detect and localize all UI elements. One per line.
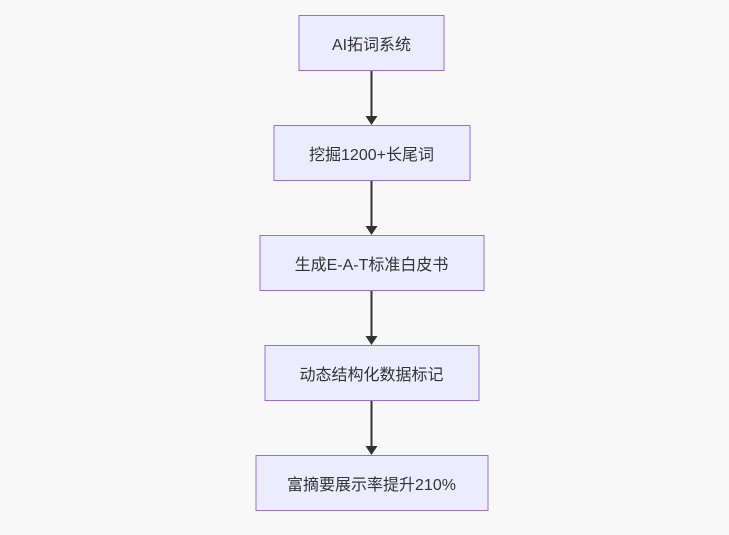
- flow-edge: [365, 71, 378, 125]
- arrowhead-down-icon: [365, 336, 378, 345]
- node-label: 动态结构化数据标记: [299, 367, 444, 384]
- node-label: AI拓词系统: [331, 37, 412, 54]
- flow-node-rich-snippet-rate: 富摘要展示率提升210%: [255, 455, 488, 511]
- flow-edge: [365, 401, 378, 455]
- node-label: 富摘要展示率提升210%: [287, 477, 456, 494]
- node-label: 挖掘1200+长尾词: [309, 147, 434, 164]
- edge-line: [370, 401, 373, 446]
- flow-edge: [365, 181, 378, 235]
- arrowhead-down-icon: [365, 116, 378, 125]
- flowchart: AI拓词系统 挖掘1200+长尾词 生成E-A-T标准白皮书 动态结构化数据标记: [255, 15, 488, 511]
- flow-node-longtail-mining: 挖掘1200+长尾词: [273, 125, 470, 181]
- flow-node-eat-whitepaper: 生成E-A-T标准白皮书: [259, 235, 484, 291]
- arrowhead-down-icon: [365, 446, 378, 455]
- flow-edge: [365, 291, 378, 345]
- node-label: 生成E-A-T标准白皮书: [294, 257, 449, 274]
- flow-node-structured-data-markup: 动态结构化数据标记: [264, 345, 479, 401]
- edge-line: [370, 181, 373, 226]
- flow-node-ai-keyword-system: AI拓词系统: [298, 15, 445, 71]
- arrowhead-down-icon: [365, 226, 378, 235]
- edge-line: [370, 71, 373, 116]
- edge-line: [370, 291, 373, 336]
